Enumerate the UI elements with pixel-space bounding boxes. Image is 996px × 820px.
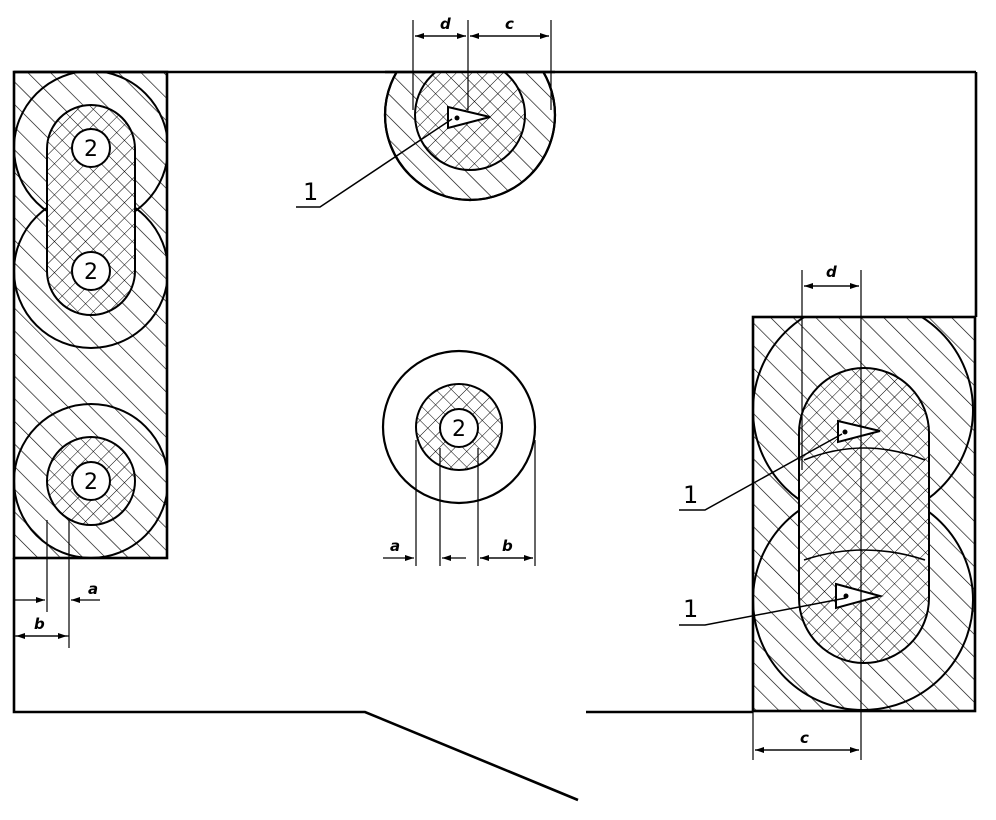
callout-label: 1 — [303, 178, 318, 206]
right-dimensions — [752, 270, 862, 760]
right-zone — [751, 315, 977, 713]
left-dimensions — [14, 520, 100, 648]
zone-marker: 2 — [71, 251, 111, 291]
svg-text:2: 2 — [452, 417, 466, 442]
dim-label-a: a — [88, 580, 98, 598]
callout-pointer — [679, 433, 847, 626]
detector-icon — [837, 419, 881, 444]
callout-label: 1 — [683, 481, 698, 509]
dim-label-c: c — [505, 15, 514, 33]
top-dimensions — [412, 20, 552, 110]
dim-label-b: b — [502, 537, 513, 555]
detector-icon — [447, 105, 491, 130]
zone-marker: 2 — [71, 461, 111, 501]
callout-pointer — [296, 118, 453, 208]
svg-text:2: 2 — [84, 470, 98, 495]
zone-marker: 2 — [71, 128, 111, 168]
svg-text:2: 2 — [84, 260, 98, 285]
top-zone — [383, 70, 557, 202]
dim-label-d: d — [826, 263, 837, 281]
dim-label-c: c — [800, 729, 809, 747]
center-dimensions — [383, 440, 536, 566]
left-zone: 2 2 2 — [12, 70, 169, 560]
dim-label-b: b — [34, 615, 45, 633]
detector-icon — [835, 582, 884, 610]
center-zone: 2 — [381, 349, 537, 505]
callout-label: 1 — [683, 595, 698, 623]
dim-label-d: d — [440, 15, 451, 33]
svg-text:2: 2 — [84, 137, 98, 162]
dim-label-a: a — [390, 537, 400, 555]
zone-marker: 2 — [439, 408, 479, 448]
